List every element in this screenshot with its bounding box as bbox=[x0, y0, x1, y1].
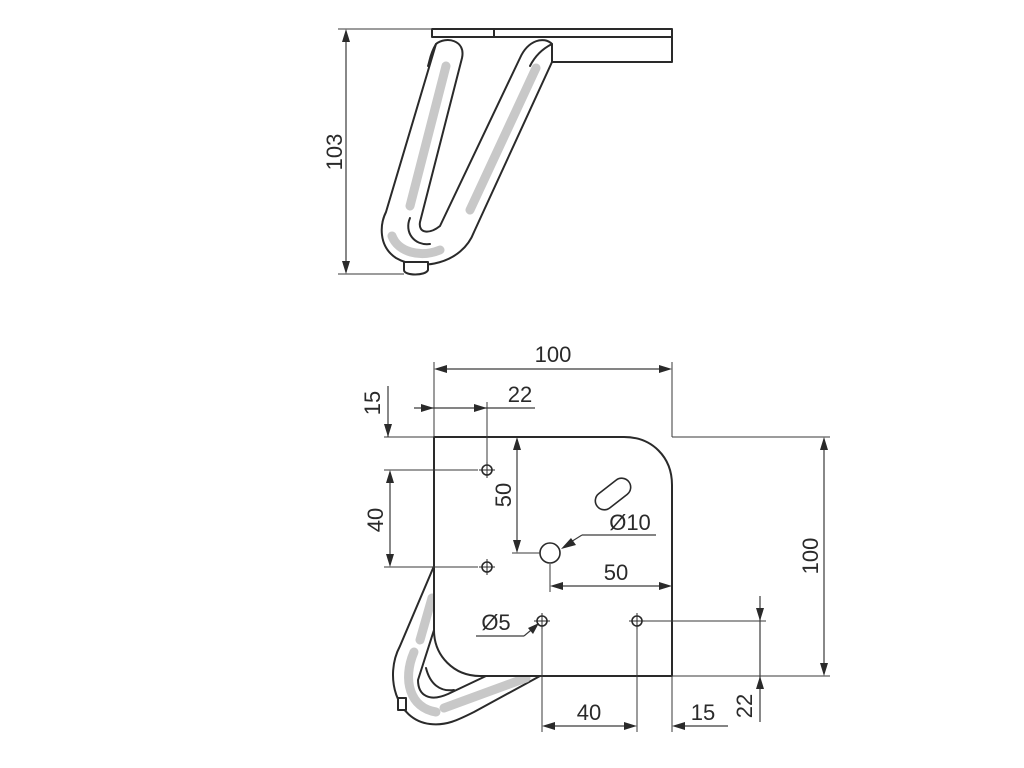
plan-view-center-hole-label: Ø10 bbox=[609, 510, 651, 535]
plan-view-small-hole-callout: Ø5 bbox=[476, 610, 539, 637]
side-view: 103 bbox=[322, 28, 673, 276]
plan-view-top-offset-dimension: 15 bbox=[360, 386, 434, 438]
plan-view-center-offset-label: 50 bbox=[491, 483, 516, 507]
side-view-plate-edge bbox=[547, 36, 673, 63]
plan-view-right-offset-label: 15 bbox=[691, 700, 715, 725]
plan-view-height-dimension: 100 bbox=[672, 436, 830, 677]
plan-view-hole-spacing-horizontal-dimension: 40 bbox=[541, 629, 638, 732]
plan-view-center-hole-callout: Ø10 bbox=[561, 510, 656, 549]
side-view-height-label: 103 bbox=[322, 134, 347, 171]
side-view-leg-outline bbox=[380, 39, 553, 266]
plan-view-right-offset-dimension: 15 bbox=[671, 676, 728, 732]
plan-view-top-offset-label: 15 bbox=[360, 391, 385, 415]
plan-view-small-hole-label: Ø5 bbox=[481, 610, 510, 635]
plan-view-center-offset-dimension: 50 bbox=[491, 437, 540, 554]
side-view-mounting-plate bbox=[431, 28, 673, 38]
plan-view-hole-spacing-vertical-label: 40 bbox=[363, 508, 388, 532]
plan-view-small-holes bbox=[479, 462, 645, 629]
side-view-shading bbox=[405, 61, 451, 211]
plan-view-hole-spacing-vertical-dimension: 40 bbox=[363, 469, 478, 568]
plan-view: 100 15 22 40 bbox=[360, 342, 830, 732]
plan-view-hole-y-dimension: 22 bbox=[645, 596, 766, 722]
plan-view-center-to-edge-label: 50 bbox=[604, 560, 628, 585]
plan-view-hole-x-label: 22 bbox=[508, 382, 532, 407]
plan-view-center-hole bbox=[539, 542, 561, 564]
plan-view-hole-x-dimension: 22 bbox=[414, 382, 535, 462]
plan-view-width-dimension: 100 bbox=[433, 342, 673, 437]
plan-view-hole-spacing-horizontal-label: 40 bbox=[577, 700, 601, 725]
plan-view-width-label: 100 bbox=[535, 342, 572, 367]
plan-view-hole-y-label: 22 bbox=[732, 694, 757, 718]
plan-view-slot bbox=[594, 477, 632, 511]
plan-view-height-label: 100 bbox=[798, 538, 823, 575]
plan-view-center-to-edge-dimension: 50 bbox=[549, 560, 672, 592]
side-view-foot bbox=[403, 261, 429, 276]
